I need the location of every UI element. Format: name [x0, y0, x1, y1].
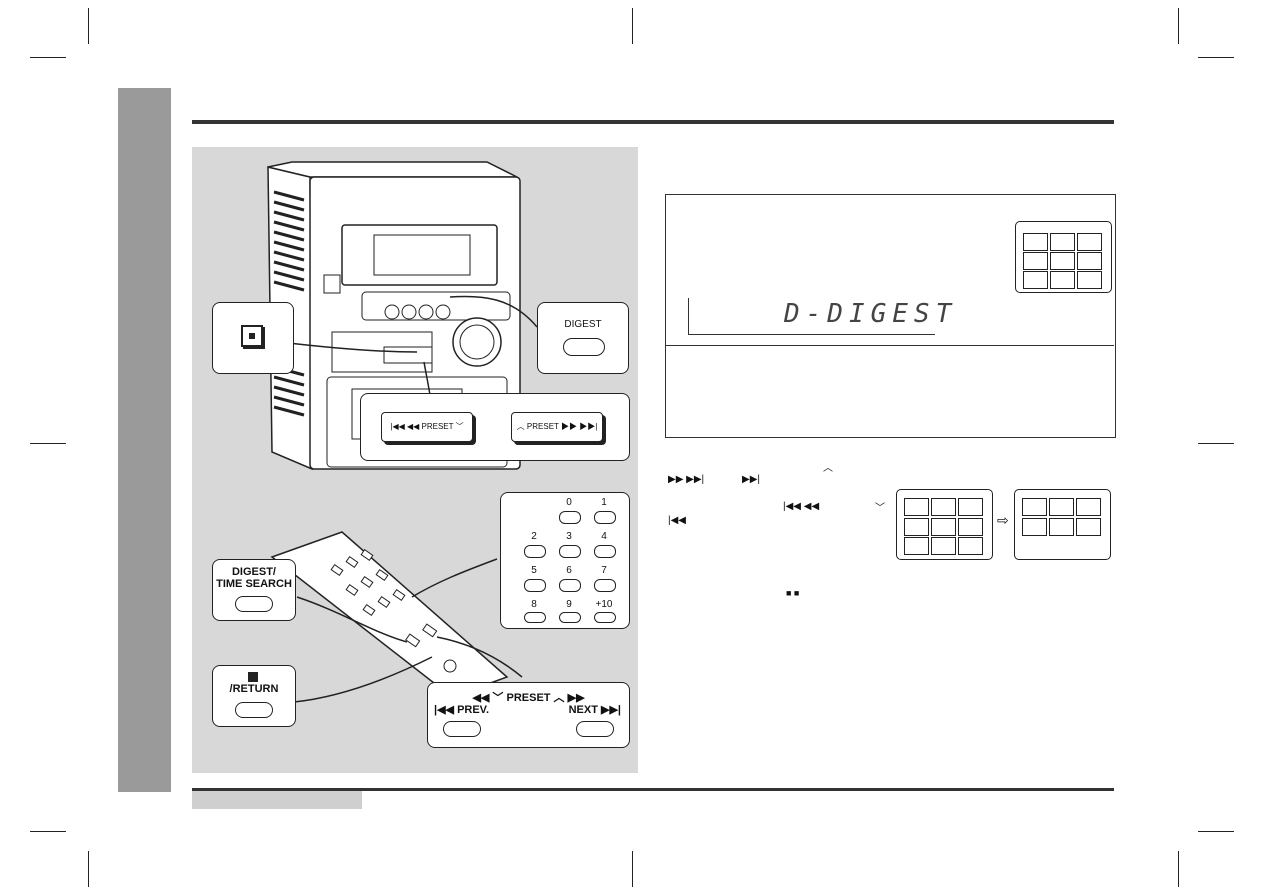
prev-rew-icon: |◀◀ ◀◀ — [783, 501, 820, 512]
remote-preset-label: PRESET — [506, 692, 551, 704]
next-button[interactable] — [576, 721, 614, 737]
next-icon: ▶▶| — [742, 474, 760, 485]
ff-next-icon: ▶▶ ▶▶| — [558, 422, 598, 431]
chevron-down-icon: ﹀ — [875, 503, 885, 514]
arrow-right-icon: ⇨ — [997, 512, 1009, 528]
crop-mark — [1198, 831, 1234, 832]
return-button[interactable] — [235, 702, 273, 718]
crop-mark — [88, 8, 89, 44]
prev-button[interactable] — [443, 721, 481, 737]
prev-icon: |◀◀ — [668, 515, 686, 526]
key-plus10-label: +10 — [595, 599, 613, 610]
remote-next-row: NEXT ▶▶| — [569, 703, 621, 716]
rew-icon: ◀◀ ﹀ — [472, 692, 507, 704]
side-section-tab — [118, 88, 171, 792]
key-6-label: 6 — [566, 565, 572, 576]
remote-preset-callout: ◀◀ ﹀ PRESET ︿ ▶▶ |◀◀ PREV. NEXT ▶▶| — [427, 682, 630, 748]
key-5-label: 5 — [531, 565, 537, 576]
next-label: NEXT — [568, 704, 598, 716]
return-label: /RETURN — [229, 683, 279, 695]
crop-mark — [30, 57, 66, 58]
key-8-label: 8 — [531, 599, 537, 610]
illustration-panel: DIGEST |◀◀ ◀◀ PRESET ﹀ ︿ PRESET ▶▶ ▶▶| 0… — [192, 147, 638, 773]
stop-marks-icon: ■ ■ — [786, 588, 800, 598]
key-3-button[interactable] — [559, 545, 581, 558]
preset-down-button[interactable]: |◀◀ ◀◀ PRESET ﹀ — [381, 412, 473, 442]
footer-page-tab — [192, 791, 362, 809]
key-5-button[interactable] — [524, 579, 546, 592]
key-0-label: 0 — [566, 497, 572, 508]
crop-mark — [1198, 443, 1234, 444]
key-9-label: 9 — [566, 599, 572, 610]
unit-stop-callout — [212, 302, 294, 374]
crop-mark — [1178, 8, 1179, 44]
key-1-label: 1 — [601, 497, 607, 508]
remote-preset-row: ◀◀ ﹀ PRESET ︿ ▶▶ — [428, 689, 629, 705]
next-icon: ▶▶| — [597, 704, 621, 716]
digest-time-search-button[interactable] — [235, 596, 273, 612]
unit-preset-callout: |◀◀ ◀◀ PRESET ﹀ ︿ PRESET ▶▶ ▶▶| — [360, 393, 630, 461]
crop-mark — [632, 851, 633, 887]
preset-up-label: PRESET — [526, 422, 559, 431]
crop-mark — [88, 851, 89, 887]
remote-digest-callout: DIGEST/ TIME SEARCH — [212, 559, 296, 621]
remote-return-callout: /RETURN — [212, 665, 296, 727]
chevron-up-icon: ︿ — [516, 422, 527, 431]
key-2-label: 2 — [531, 531, 537, 542]
crop-mark — [1178, 851, 1179, 887]
key-7-label: 7 — [601, 565, 607, 576]
chevron-down-icon: ﹀ — [453, 422, 464, 431]
key-2-button[interactable] — [524, 545, 546, 558]
digest-label: DIGEST — [564, 319, 602, 330]
screen-grid-after — [1014, 489, 1111, 560]
stop-square-icon — [248, 672, 258, 682]
prev-label: PREV. — [457, 704, 490, 716]
prev-icon: |◀◀ — [434, 704, 458, 716]
key-4-label: 4 — [601, 531, 607, 542]
header-rule — [192, 120, 1114, 124]
crop-mark — [30, 443, 66, 444]
key-7-button[interactable] — [594, 579, 616, 592]
crop-mark — [632, 8, 633, 44]
lcd-display-text: D-DIGEST — [784, 299, 958, 329]
digest-button[interactable] — [563, 338, 605, 356]
unit-digest-callout: DIGEST — [537, 302, 629, 374]
screen-grid-9 — [1015, 221, 1112, 293]
footer-rule — [192, 788, 1114, 791]
key-4-button[interactable] — [594, 545, 616, 558]
key-plus10-button[interactable] — [594, 612, 616, 623]
remote-prev-row: |◀◀ PREV. — [434, 703, 489, 716]
key-9-button[interactable] — [559, 612, 581, 623]
key-0-button[interactable] — [559, 511, 581, 524]
screen-grid-before — [896, 489, 993, 560]
key-3-label: 3 — [566, 531, 572, 542]
display-diagram — [665, 194, 1116, 438]
lcd-bracket — [688, 298, 935, 335]
keypad-callout: 0 1 2 3 4 5 6 7 8 9 +10 — [500, 492, 630, 629]
key-1-button[interactable] — [594, 511, 616, 524]
ff-next-icon: ▶▶ ▶▶| — [668, 474, 705, 485]
preset-down-label: PRESET — [421, 422, 454, 431]
key-6-button[interactable] — [559, 579, 581, 592]
digest-time-search-label: DIGEST/ TIME SEARCH — [216, 566, 292, 590]
ff-icon: ︿ ▶▶ — [550, 692, 585, 704]
crop-mark — [1198, 57, 1234, 58]
stop-square-icon[interactable] — [241, 325, 263, 347]
display-separator — [665, 345, 1114, 346]
key-8-button[interactable] — [524, 612, 546, 623]
preset-up-button[interactable]: ︿ PRESET ▶▶ ▶▶| — [511, 412, 603, 442]
prev-rew-icon: |◀◀ ◀◀ — [390, 422, 422, 431]
chevron-up-icon: ︿ — [823, 463, 833, 474]
crop-mark — [30, 831, 66, 832]
